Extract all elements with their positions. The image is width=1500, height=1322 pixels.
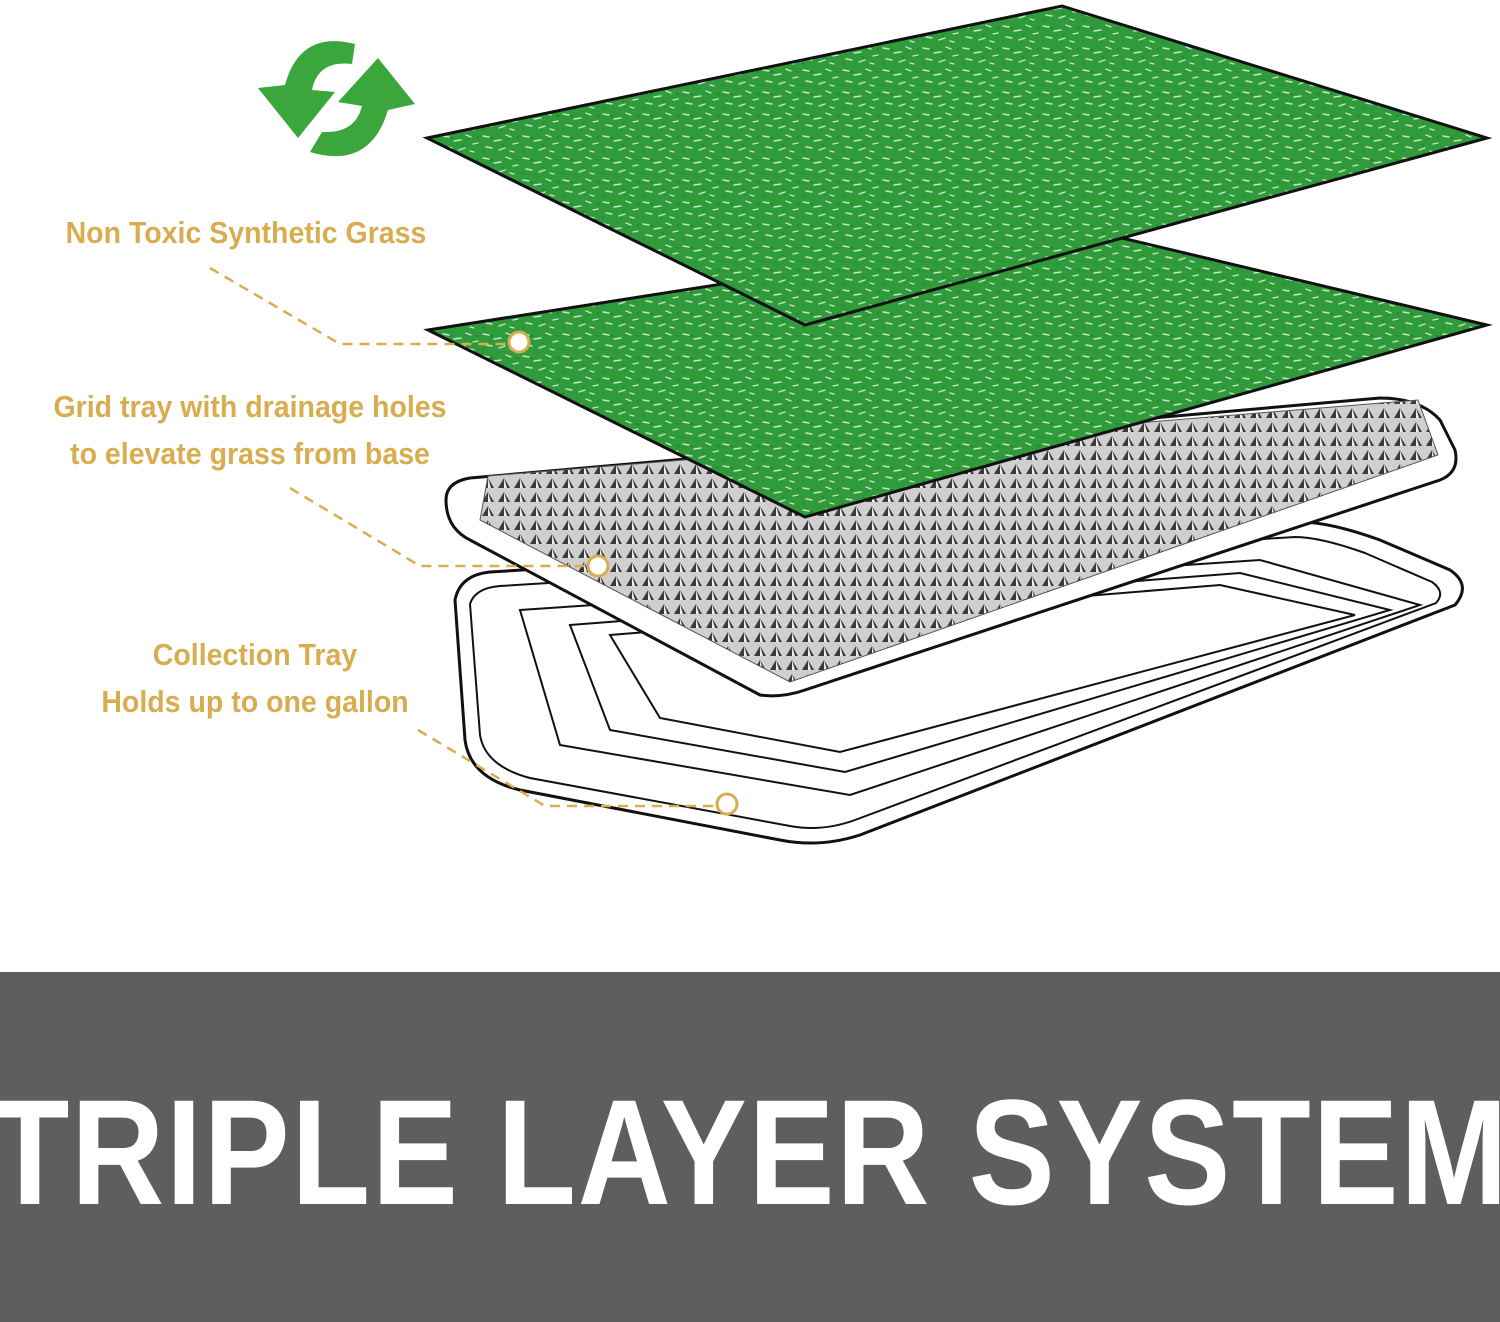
callout-grass-text: Non Toxic Synthetic Grass	[65, 215, 427, 250]
callout-tray-text-line2: Holds up to one gallon	[101, 683, 409, 719]
callout-grid-text-line2: to elevate grass from base	[70, 435, 430, 471]
callout-leader-grid	[289, 486, 610, 578]
banner-title: TRIPLE LAYER SYSTEM	[0, 1067, 1500, 1236]
callout-tray-text-line1: Collection Tray	[152, 637, 358, 672]
callout-grid-label: Grid tray with drainage holes to elevate…	[38, 384, 461, 477]
callout-tray-label: Collection Tray Holds up to one gallon	[66, 632, 443, 725]
callout-grid-text-line1: Grid tray with drainage holes	[53, 389, 447, 424]
callout-leader-tray	[417, 728, 739, 816]
grass-sheet-upper	[422, 4, 1493, 327]
layer-illustration	[209, 4, 1493, 845]
callout-leader-grass	[209, 266, 531, 354]
callout-grass-label: Non Toxic Synthetic Grass	[53, 210, 439, 257]
title-banner: TRIPLE LAYER SYSTEM	[0, 972, 1500, 1322]
recycle-arrows-icon	[258, 41, 415, 157]
